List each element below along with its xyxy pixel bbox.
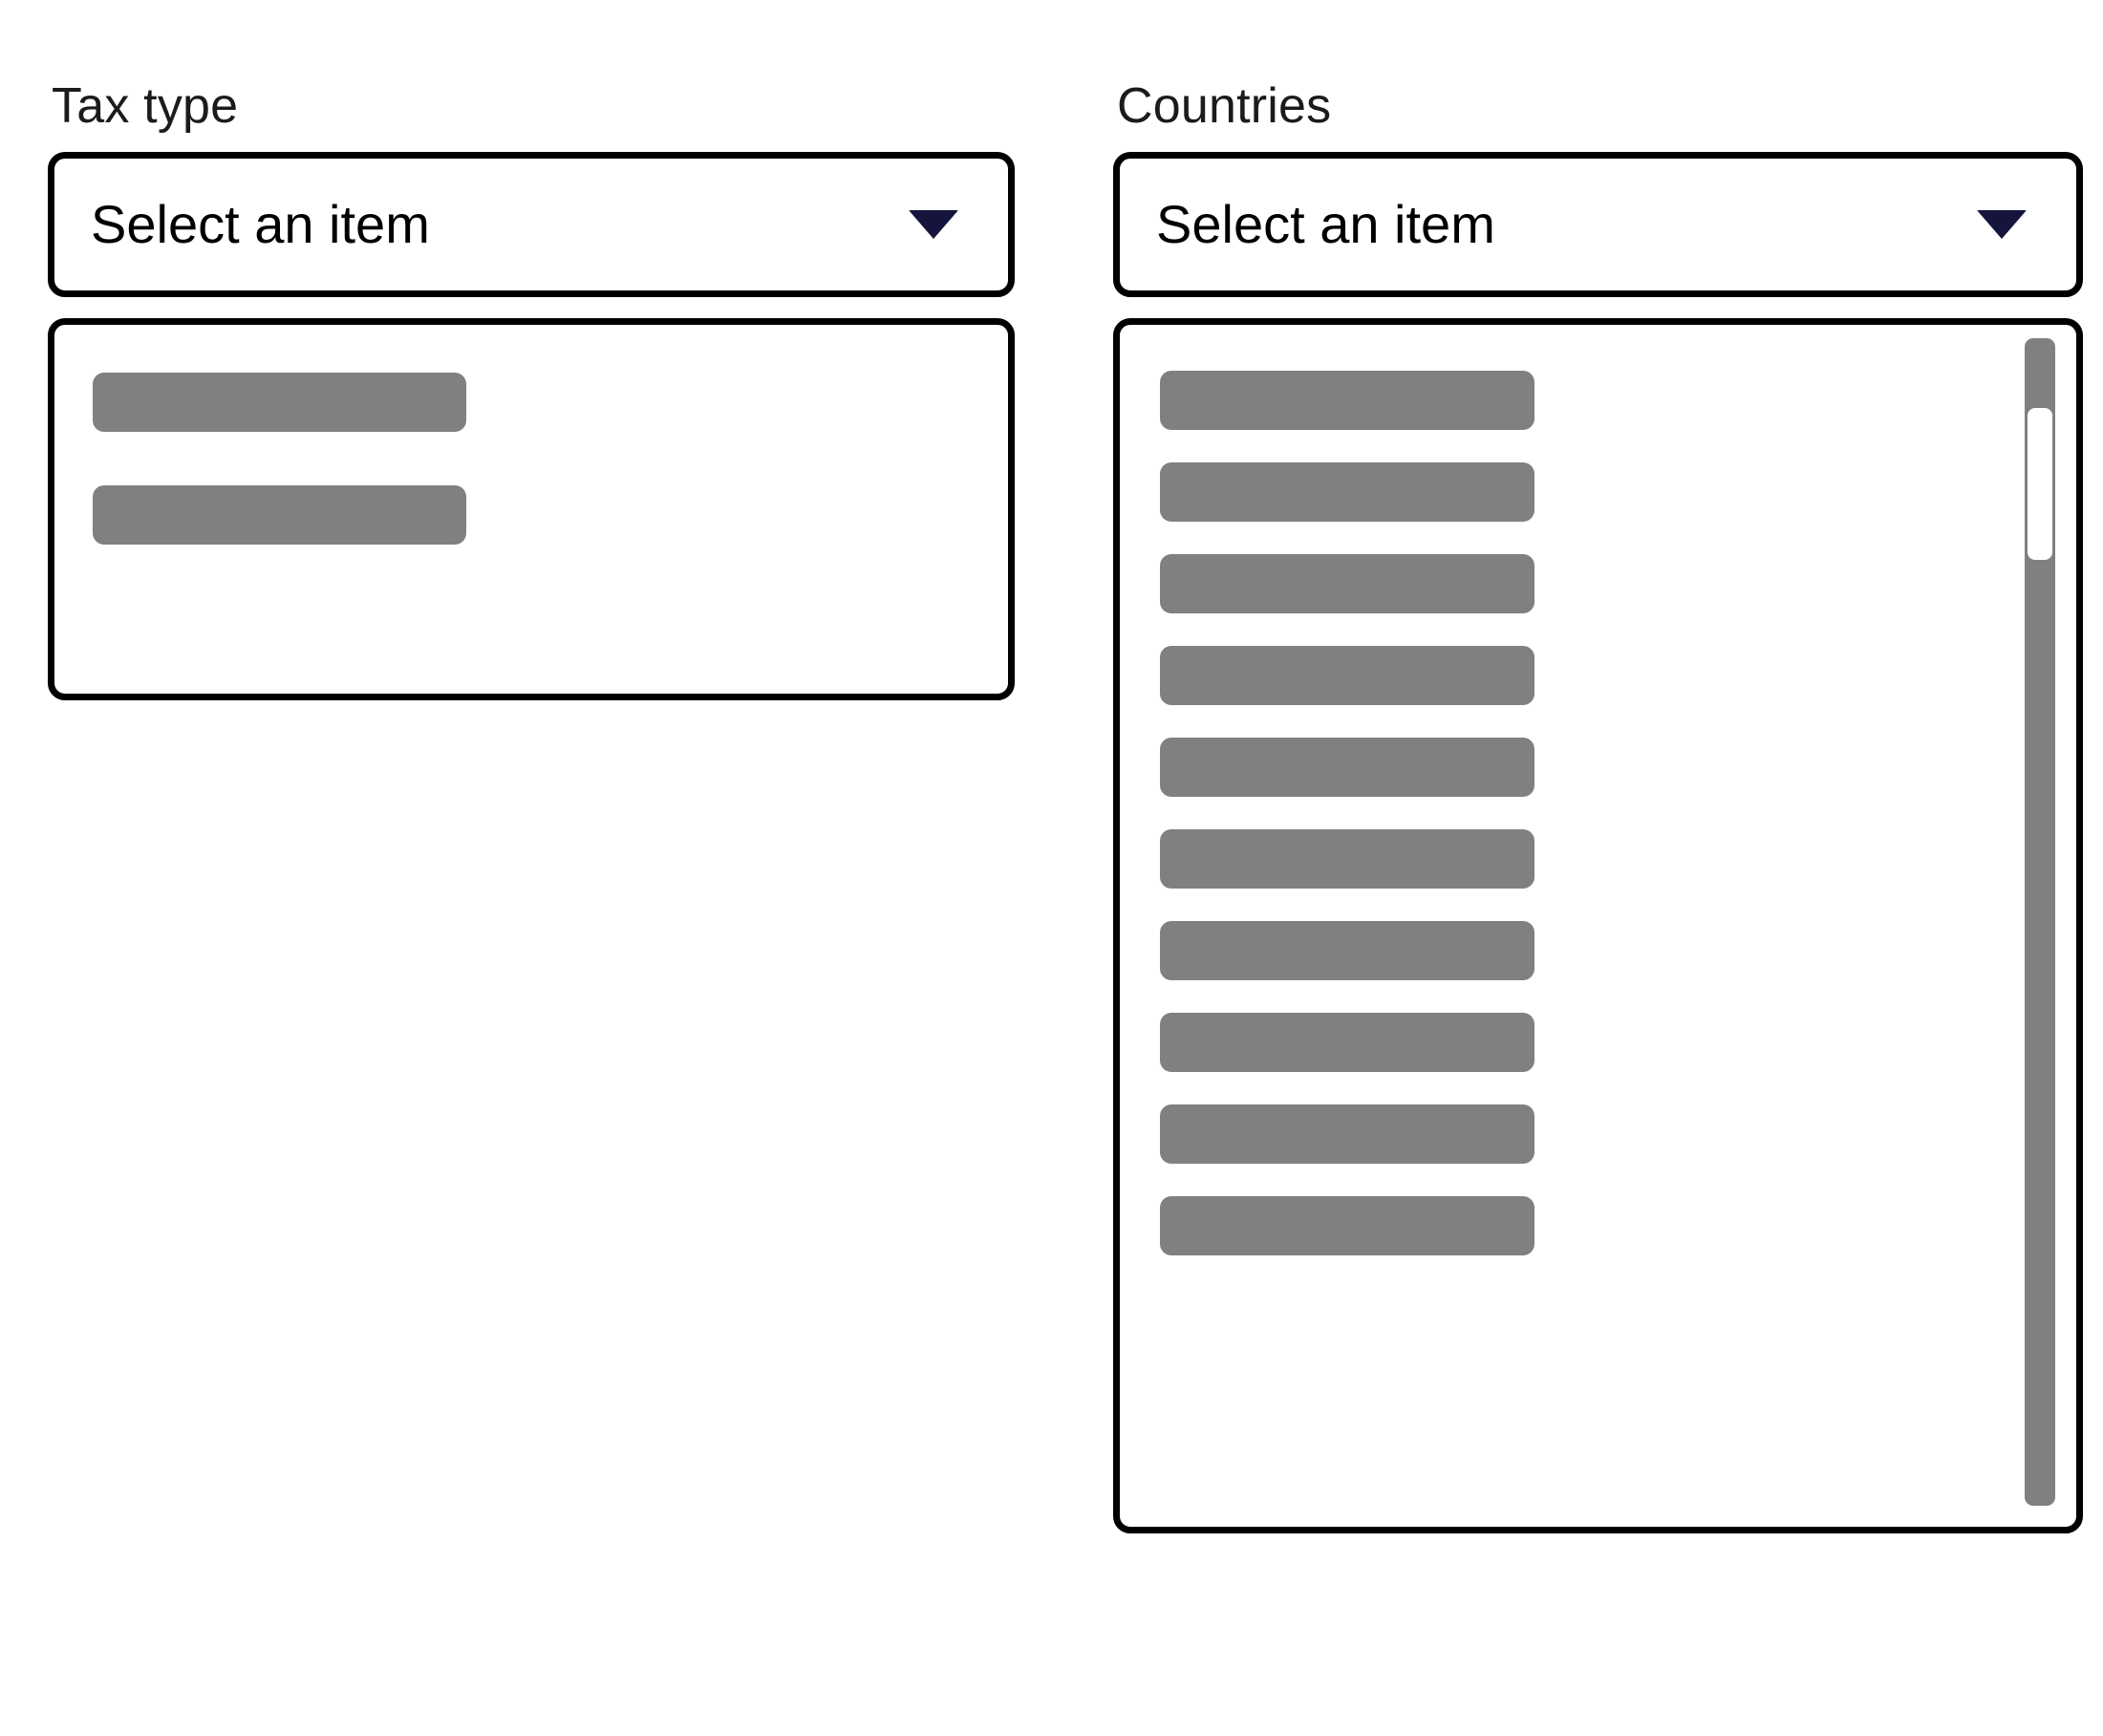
list-item[interactable] xyxy=(1160,554,1534,613)
countries-select[interactable]: Select an item xyxy=(1113,152,2083,297)
list-item[interactable] xyxy=(1160,1104,1534,1164)
countries-option-list xyxy=(1120,371,2076,1255)
list-item[interactable] xyxy=(93,373,466,432)
list-item[interactable] xyxy=(1160,921,1534,980)
list-item[interactable] xyxy=(1160,1196,1534,1255)
tax-type-select[interactable]: Select an item xyxy=(48,152,1015,297)
tax-type-option-list xyxy=(54,373,1008,545)
countries-field-group: Countries Select an item xyxy=(1113,81,2083,1533)
list-item[interactable] xyxy=(1160,738,1534,797)
countries-dropdown-panel[interactable] xyxy=(1113,318,2083,1533)
tax-type-select-value: Select an item xyxy=(91,194,430,254)
tax-type-dropdown-panel[interactable] xyxy=(48,318,1015,700)
list-item[interactable] xyxy=(1160,462,1534,522)
chevron-down-icon[interactable] xyxy=(1977,210,2027,239)
tax-type-field-group: Tax type Select an item xyxy=(48,81,1015,700)
countries-scrollbar-thumb[interactable] xyxy=(2028,408,2052,561)
tax-type-label: Tax type xyxy=(52,78,239,134)
countries-label: Countries xyxy=(1117,78,1332,134)
list-item[interactable] xyxy=(1160,829,1534,889)
countries-select-value: Select an item xyxy=(1156,194,1495,254)
list-item[interactable] xyxy=(1160,1013,1534,1072)
list-item[interactable] xyxy=(1160,371,1534,430)
countries-scrollbar-track[interactable] xyxy=(2025,338,2055,1506)
list-item[interactable] xyxy=(1160,646,1534,705)
chevron-down-icon[interactable] xyxy=(909,210,958,239)
list-item[interactable] xyxy=(93,485,466,545)
